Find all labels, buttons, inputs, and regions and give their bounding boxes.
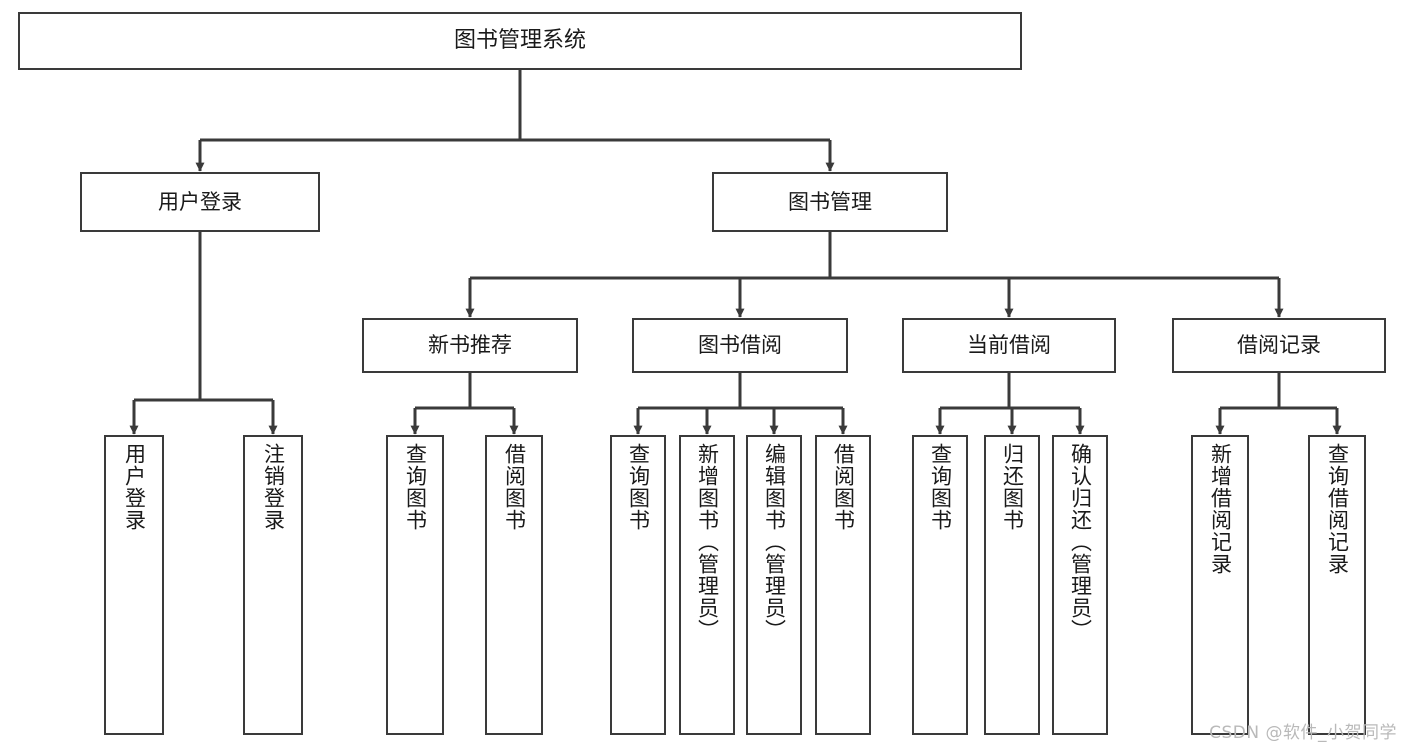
node-leaf-borrow-4[interactable]: 借阅图书 [815,435,871,735]
node-label: 查询借阅记录 [1325,443,1350,575]
node-label: 借阅图书 [502,443,527,531]
node-label: 当前借阅 [967,333,1051,358]
node-label: 查询图书 [928,443,953,531]
node-leaf-new-2[interactable]: 借阅图书 [485,435,543,735]
node-label: 借阅图书 [831,443,856,531]
node-leaf-new-1[interactable]: 查询图书 [386,435,444,735]
node-current[interactable]: 当前借阅 [902,318,1116,373]
node-label: 借阅记录 [1237,333,1321,358]
node-newbook[interactable]: 新书推荐 [362,318,578,373]
node-leaf-borrow-2[interactable]: 新增图书（管理员） [679,435,735,735]
node-leaf-cur-3[interactable]: 确认归还（管理员） [1052,435,1108,735]
node-root[interactable]: 图书管理系统 [18,12,1022,70]
node-leaf-cur-1[interactable]: 查询图书 [912,435,968,735]
node-label: 确认归还（管理员） [1068,443,1093,641]
node-label: 注销登录 [261,443,286,531]
node-label: 新增借阅记录 [1208,443,1233,575]
node-label: 图书管理系统 [453,28,586,54]
node-leaf-cur-2[interactable]: 归还图书 [984,435,1040,735]
node-records[interactable]: 借阅记录 [1172,318,1386,373]
node-leaf-borrow-1[interactable]: 查询图书 [610,435,666,735]
node-bookmgmt[interactable]: 图书管理 [712,172,948,232]
node-leaf-login-2[interactable]: 注销登录 [243,435,303,735]
node-label: 用户登录 [158,189,242,214]
node-login[interactable]: 用户登录 [80,172,320,232]
node-leaf-rec-1[interactable]: 新增借阅记录 [1191,435,1249,735]
node-leaf-login-1[interactable]: 用户登录 [104,435,164,735]
csdn-watermark: CSDN @软件_小贺同学 [1209,723,1397,743]
node-borrow[interactable]: 图书借阅 [632,318,848,373]
node-label: 编辑图书（管理员） [762,443,787,641]
node-label: 查询图书 [626,443,651,531]
node-label: 图书借阅 [698,333,782,358]
node-label: 图书管理 [788,189,872,214]
node-leaf-borrow-3[interactable]: 编辑图书（管理员） [746,435,802,735]
edge-layer [129,70,1342,435]
node-label: 新增图书（管理员） [695,443,720,641]
node-label: 用户登录 [122,443,147,531]
node-label: 查询图书 [403,443,428,531]
node-label: 新书推荐 [428,333,512,358]
node-leaf-rec-2[interactable]: 查询借阅记录 [1308,435,1366,735]
node-label: 归还图书 [1000,443,1025,531]
